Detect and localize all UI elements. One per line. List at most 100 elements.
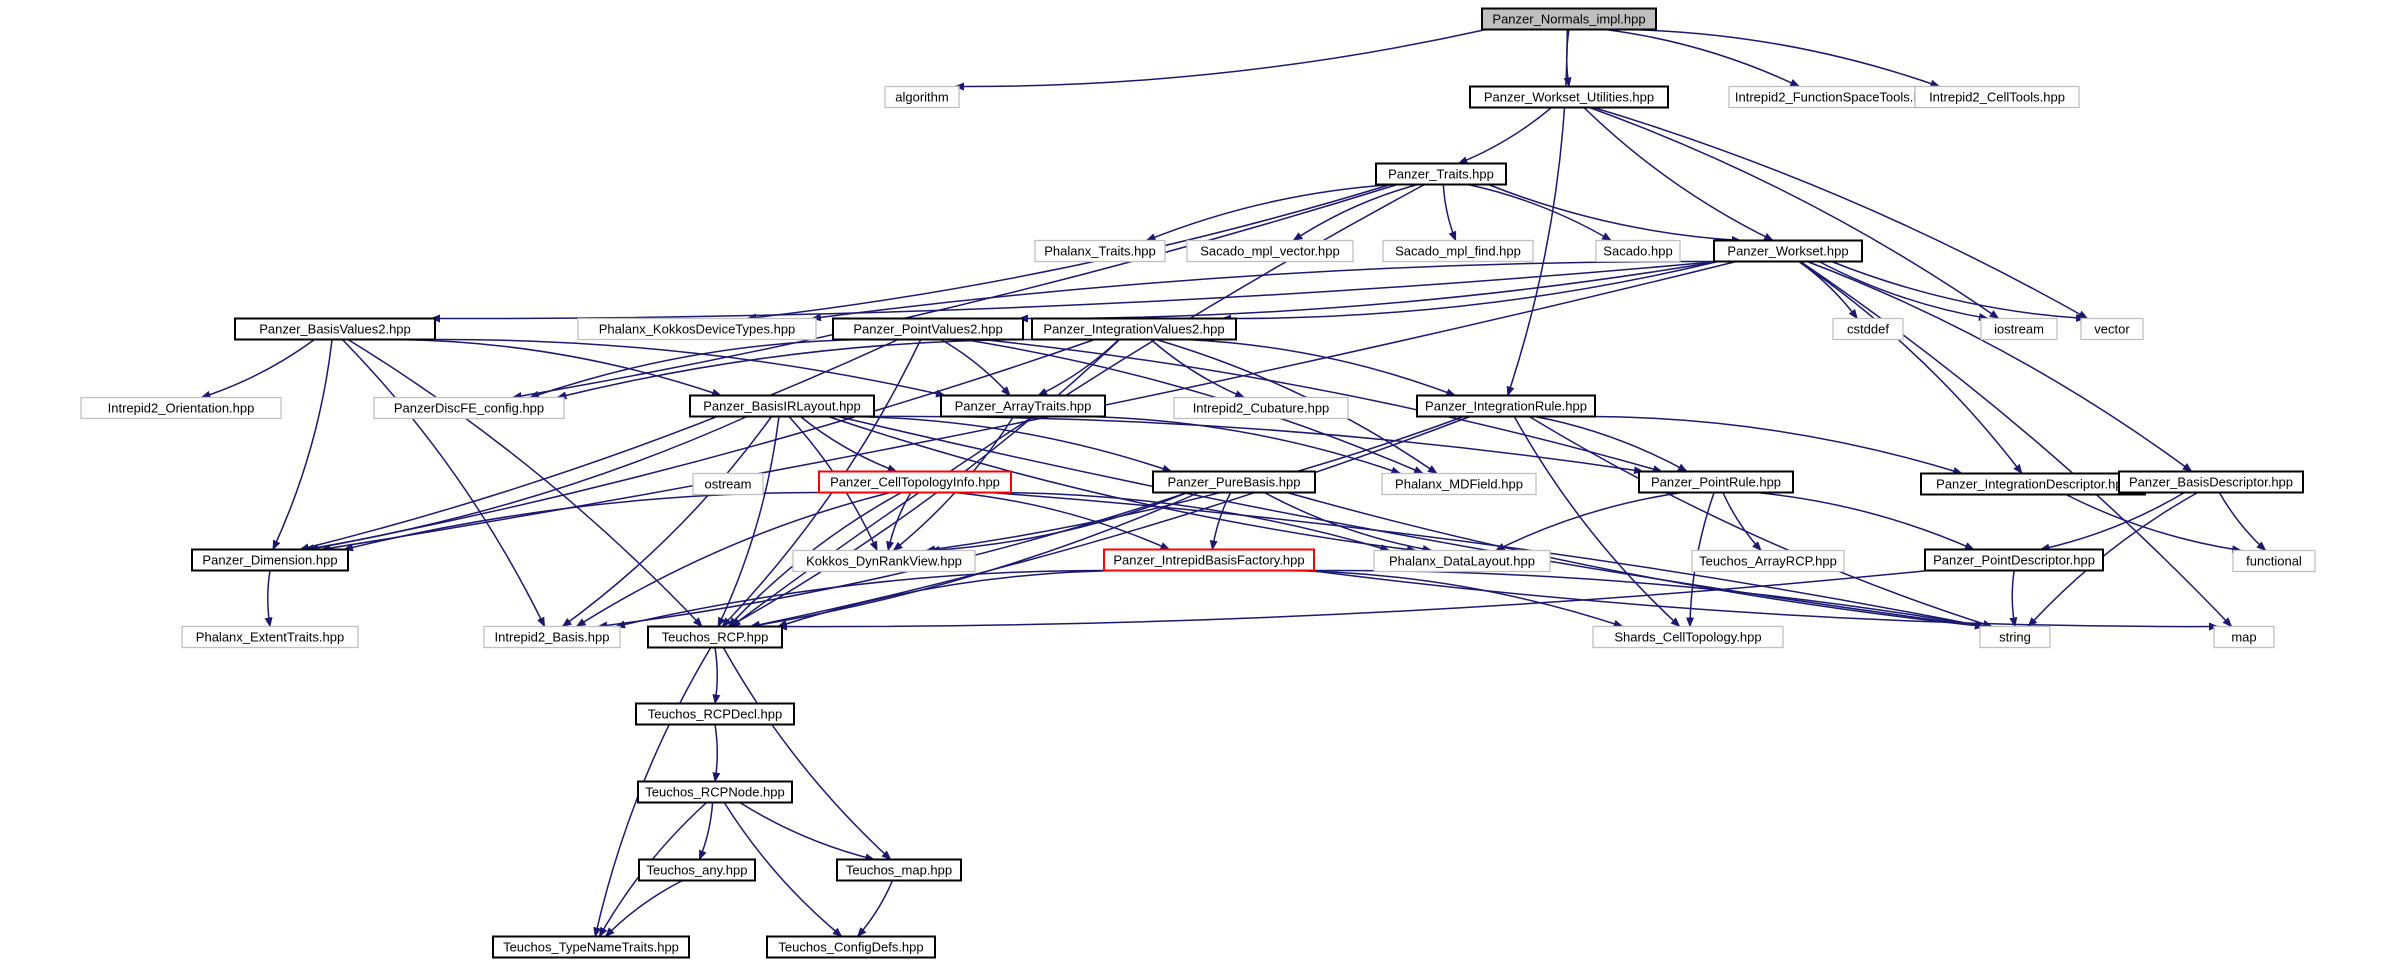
edge-pointvalues-to-mdfield: [963, 338, 1424, 475]
node-label: Panzer_IntrepidBasisFactory.hpp: [1113, 553, 1304, 568]
node-box: [2118, 470, 2304, 494]
node-label: string: [1999, 630, 2031, 645]
edge-pointrule-to-arrayrcp: [1722, 492, 1762, 552]
node-wsutil[interactable]: Panzer_Workset_Utilities.hpp: [1469, 85, 1669, 109]
node-box: [1152, 470, 1316, 494]
node-label: Intrepid2_Orientation.hpp: [108, 401, 255, 416]
node-label: vector: [2094, 322, 2130, 337]
node-dynrank: Kokkos_DynRankView.hpp: [792, 549, 976, 573]
node-configdefs[interactable]: Teuchos_ConfigDefs.hpp: [766, 935, 936, 959]
edge-traits-to-discfe: [511, 183, 1398, 400]
edge-basisfactory-to-i2basis: [615, 569, 1120, 629]
node-box: [1832, 317, 1904, 341]
edge-intrule-to-pointrule: [1534, 415, 1688, 473]
node-workset[interactable]: Panzer_Workset.hpp: [1713, 239, 1863, 263]
node-purebasis[interactable]: Panzer_PureBasis.hpp: [1152, 470, 1316, 494]
node-box: [1381, 472, 1537, 496]
node-mplfind: Sacado_mpl_find.hpp: [1382, 239, 1534, 263]
edge-wsutil-to-workset: [1583, 106, 1774, 242]
edge-pointdesc-to-rcp: [777, 569, 1930, 631]
node-label: Panzer_IntegrationRule.hpp: [1425, 399, 1587, 414]
edge-basisvalues-to-dimension: [272, 339, 333, 551]
node-label: Panzer_BasisDescriptor.hpp: [2129, 475, 2293, 490]
node-box: [1382, 239, 1534, 263]
node-label: Intrepid2_Basis.hpp: [495, 630, 610, 645]
node-box: [1638, 470, 1794, 494]
node-box: [647, 625, 783, 649]
edge-purebasis-to-basisfactory: [1209, 492, 1232, 551]
node-rcpdecl[interactable]: Teuchos_RCPDecl.hpp: [635, 702, 795, 726]
edge-celltopo-to-basisfactory: [954, 491, 1171, 551]
node-map: map: [2213, 625, 2275, 649]
edge-pointvalues-to-discfe: [529, 338, 868, 399]
node-label: Teuchos_RCP.hpp: [662, 630, 769, 645]
node-fst: Intrepid2_FunctionSpaceTools.hpp: [1728, 85, 1942, 109]
edge-intrule-to-intdesc: [1576, 415, 1964, 475]
node-dimension[interactable]: Panzer_Dimension.hpp: [191, 548, 349, 572]
node-label: Teuchos_map.hpp: [846, 863, 952, 878]
node-i2basis: Intrepid2_Basis.hpp: [483, 625, 621, 649]
node-intrule[interactable]: Panzer_IntegrationRule.hpp: [1416, 394, 1596, 418]
node-box: [1373, 549, 1551, 573]
edge-intvalues-to-mdfield: [1155, 338, 1438, 475]
node-box: [234, 317, 436, 341]
node-label: Sacado_mpl_vector.hpp: [1200, 244, 1339, 259]
node-basisvalues[interactable]: Panzer_BasisValues2.hpp: [234, 317, 436, 341]
node-box: [1924, 548, 2104, 572]
node-box: [373, 396, 565, 420]
edge-wsutil-to-iostream: [1589, 106, 2000, 320]
node-label: Panzer_BasisIRLayout.hpp: [703, 399, 861, 414]
node-label: Teuchos_RCPNode.hpp: [645, 785, 784, 800]
node-mplvector: Sacado_mpl_vector.hpp: [1186, 239, 1354, 263]
node-basisdesc[interactable]: Panzer_BasisDescriptor.hpp: [2118, 470, 2304, 494]
edge-traits-to-mplfind: [1442, 184, 1457, 242]
node-intvalues[interactable]: Panzer_IntegrationValues2.hpp: [1031, 317, 1237, 341]
node-box: [1031, 317, 1237, 341]
edge-celltopo-to-datalayout: [987, 491, 1391, 552]
edge-basisvalues-to-i2basis: [341, 338, 546, 628]
node-box: [940, 394, 1106, 418]
node-box: [1691, 549, 1845, 573]
node-orientation: Intrepid2_Orientation.hpp: [80, 396, 282, 420]
edge-basisir-to-dimension: [303, 415, 748, 552]
node-basisfactory[interactable]: Panzer_IntrepidBasisFactory.hpp: [1103, 548, 1315, 572]
node-pointrule[interactable]: Panzer_PointRule.hpp: [1638, 470, 1794, 494]
edge-celltopo-to-dynrank: [886, 492, 912, 552]
node-arraytraits[interactable]: Panzer_ArrayTraits.hpp: [940, 394, 1106, 418]
node-traits[interactable]: Panzer_Traits.hpp: [1375, 162, 1507, 186]
node-box: [766, 935, 936, 959]
node-label: Phalanx_DataLayout.hpp: [1389, 554, 1535, 569]
edge-any-to-typename: [604, 879, 683, 938]
node-box: [692, 472, 764, 496]
node-pointdesc[interactable]: Panzer_PointDescriptor.hpp: [1924, 548, 2104, 572]
node-label: Panzer_Workset_Utilities.hpp: [1484, 90, 1654, 105]
node-normals[interactable]: Panzer_Normals_impl.hpp: [1481, 7, 1657, 31]
node-box: [492, 935, 690, 959]
node-functional: functional: [2232, 549, 2316, 573]
node-intdesc[interactable]: Panzer_IntegrationDescriptor.hpp: [1920, 472, 2146, 496]
edge-intrule-to-shards: [1513, 416, 1681, 628]
node-typename[interactable]: Teuchos_TypeNameTraits.hpp: [492, 935, 690, 959]
node-label: Teuchos_TypeNameTraits.hpp: [503, 940, 679, 955]
edge-arraytraits-to-mdfield: [1081, 415, 1402, 475]
edge-workset-to-map: [1799, 260, 2233, 628]
node-basisir[interactable]: Panzer_BasisIRLayout.hpp: [689, 394, 875, 418]
node-label: Phalanx_KokkosDeviceTypes.hpp: [599, 322, 796, 337]
node-rcp[interactable]: Teuchos_RCP.hpp: [647, 625, 783, 649]
node-rcpnode[interactable]: Teuchos_RCPNode.hpp: [637, 780, 793, 804]
node-arrayrcp: Teuchos_ArrayRCP.hpp: [1691, 549, 1845, 573]
edge-basisvalues-to-basisir: [395, 338, 722, 397]
node-phxtraits: Phalanx_Traits.hpp: [1034, 239, 1166, 263]
node-box: [191, 548, 349, 572]
node-celltopo[interactable]: Panzer_CellTopologyInfo.hpp: [818, 470, 1012, 494]
edge-normals-to-fst: [1604, 28, 1801, 88]
node-label: Panzer_IntegrationValues2.hpp: [1043, 322, 1224, 337]
node-label: Phalanx_ExtentTraits.hpp: [196, 630, 344, 645]
node-tmap[interactable]: Teuchos_map.hpp: [836, 858, 962, 882]
node-box: [1375, 162, 1507, 186]
node-box: [832, 317, 1024, 341]
edge-basisvalues-to-rcp: [347, 338, 703, 628]
node-any[interactable]: Teuchos_any.hpp: [638, 858, 756, 882]
node-pointvalues[interactable]: Panzer_PointValues2.hpp: [832, 317, 1024, 341]
